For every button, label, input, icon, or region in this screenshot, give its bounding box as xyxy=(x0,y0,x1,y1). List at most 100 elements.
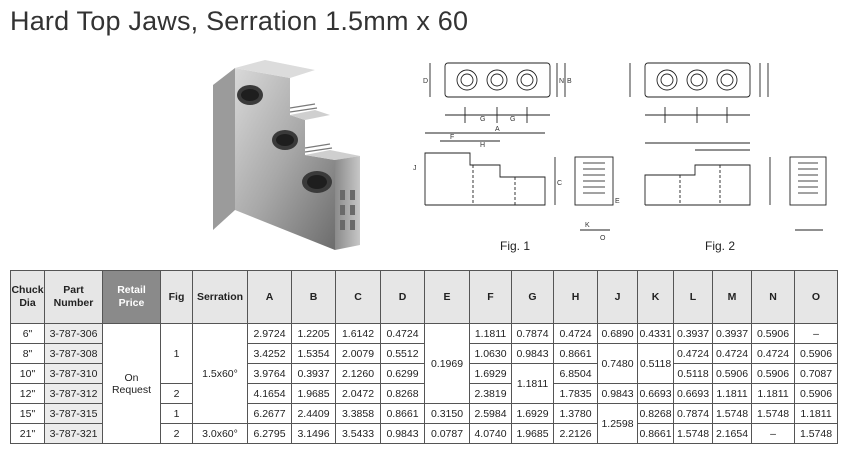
cell-d: 0.4724 xyxy=(380,323,425,344)
dim-label-n: N xyxy=(559,78,564,85)
cell-j: 0.6890 xyxy=(597,323,638,344)
cell-c: 2.0079 xyxy=(335,343,381,364)
header-b: B xyxy=(291,270,336,324)
cell-dia: 10" xyxy=(10,363,45,384)
cell-l: 1.5748 xyxy=(673,423,713,444)
cell-part-number: 3-787-321 xyxy=(44,423,103,444)
header-a: A xyxy=(247,270,292,324)
header-row: Chuck Dia Part Number Retail Price Fig S… xyxy=(10,270,838,324)
cell-o: 1.5748 xyxy=(794,423,838,444)
cell-b: 1.5354 xyxy=(291,343,336,364)
header-fig: Fig xyxy=(160,270,193,324)
cell-f: 2.5984 xyxy=(469,403,512,424)
cell-n: 1.5748 xyxy=(751,403,795,424)
price-text-1: On xyxy=(124,371,139,384)
cell-o: – xyxy=(794,323,838,344)
header-part-number: Part Number xyxy=(44,270,103,324)
cell-d: 0.6299 xyxy=(380,363,425,384)
cell-o: 1.1811 xyxy=(794,403,838,424)
cell-k: 0.5118 xyxy=(637,343,674,384)
dim-label-b: B xyxy=(567,78,572,85)
header-serration: Serration xyxy=(192,270,248,324)
dim-label-h: H xyxy=(480,142,485,149)
cell-k: 0.8268 xyxy=(637,403,674,424)
cell-serration: 3.0x60° xyxy=(192,423,248,444)
dim-label-o: O xyxy=(600,235,606,242)
fig1-label: Fig. 1 xyxy=(500,239,530,253)
cell-n: 0.5906 xyxy=(751,323,795,344)
cell-c: 2.0472 xyxy=(335,383,381,404)
cell-n: 0.5906 xyxy=(751,363,795,384)
cell-a: 4.1654 xyxy=(247,383,292,404)
cell-fig: 1 xyxy=(160,323,193,384)
header-o: O xyxy=(794,270,838,324)
cell-m: 1.5748 xyxy=(712,403,752,424)
cell-j: 1.2598 xyxy=(597,403,638,444)
cell-serration: 1.5x60° xyxy=(192,323,248,424)
cell-g: 1.1811 xyxy=(511,363,554,404)
cell-j: 0.9843 xyxy=(597,383,638,404)
dim-label-a: A xyxy=(495,126,500,133)
cell-c: 3.3858 xyxy=(335,403,381,424)
cell-part-number: 3-787-315 xyxy=(44,403,103,424)
cell-fig: 2 xyxy=(160,383,193,404)
cell-f: 2.3819 xyxy=(469,383,512,404)
cell-o: 0.5906 xyxy=(794,383,838,404)
cell-f: 4.0740 xyxy=(469,423,512,444)
cell-e: 0.1969 xyxy=(424,323,470,404)
price-text-2: Request xyxy=(111,383,152,396)
cell-dia: 8" xyxy=(10,343,45,364)
cell-c: 1.6142 xyxy=(335,323,381,344)
header-j: J xyxy=(597,270,638,324)
cell-b: 1.9685 xyxy=(291,383,336,404)
header-c: C xyxy=(335,270,381,324)
cell-l: 0.3937 xyxy=(673,323,713,344)
cell-f: 1.0630 xyxy=(469,343,512,364)
cell-n: 0.4724 xyxy=(751,343,795,364)
cell-h: 1.7835 xyxy=(553,383,598,404)
cell-l: 0.6693 xyxy=(673,383,713,404)
cell-h: 0.4724 xyxy=(553,323,598,344)
header-m: M xyxy=(712,270,752,324)
dim-label-k: K xyxy=(585,222,590,229)
header-f: F xyxy=(469,270,512,324)
cell-m: 0.4724 xyxy=(712,343,752,364)
cell-m: 0.5906 xyxy=(712,363,752,384)
header-h: H xyxy=(553,270,598,324)
header-g: G xyxy=(511,270,554,324)
cell-b: 2.4409 xyxy=(291,403,336,424)
cell-g: 1.6929 xyxy=(511,403,554,424)
cell-c: 2.1260 xyxy=(335,363,381,384)
cell-g: 1.9685 xyxy=(511,423,554,444)
cell-retail-price: On Request xyxy=(102,323,161,444)
cell-dia: 15" xyxy=(10,403,45,424)
dim-label-d: D xyxy=(423,78,428,85)
cell-h: 2.2126 xyxy=(553,423,598,444)
cell-dia: 6" xyxy=(10,323,45,344)
cell-l: 0.4724 xyxy=(673,343,713,364)
table-row: 6" 3-787-306 On Request 1 1.5x60° 2.9724… xyxy=(10,323,838,444)
cell-part-number: 3-787-310 xyxy=(44,363,103,384)
cell-f: 1.1811 xyxy=(469,323,512,344)
cell-l: 0.5118 xyxy=(673,363,713,384)
spec-table: Chuck Dia Part Number Retail Price Fig S… xyxy=(10,270,838,444)
cell-k: 0.4331 xyxy=(637,323,674,344)
fig2-label: Fig. 2 xyxy=(705,239,735,253)
cell-fig: 1 xyxy=(160,403,193,424)
cell-n: 1.1811 xyxy=(751,383,795,404)
cell-l: 0.7874 xyxy=(673,403,713,424)
technical-drawings: D N B G G A F H J C E K O Fig. 1 Fig. 2 xyxy=(413,62,827,253)
cell-n: – xyxy=(751,423,795,444)
cell-k: 0.6693 xyxy=(637,383,674,404)
table-row: 12" 3-787-312 2 4.1654 1.9685 2.0472 0.8… xyxy=(10,383,838,404)
dim-label-f: F xyxy=(450,134,454,141)
header-n: N xyxy=(751,270,795,324)
cell-f: 1.6929 xyxy=(469,363,512,384)
cell-a: 6.2795 xyxy=(247,423,292,444)
cell-e: 0.3150 xyxy=(424,403,470,424)
cell-b: 0.3937 xyxy=(291,363,336,384)
table-row: 8" 3-787-308 3.4252 1.5354 2.0079 0.5512… xyxy=(10,343,838,384)
cell-m: 1.1811 xyxy=(712,383,752,404)
cell-part-number: 3-787-306 xyxy=(44,323,103,344)
cell-h: 0.8661 xyxy=(553,343,598,364)
